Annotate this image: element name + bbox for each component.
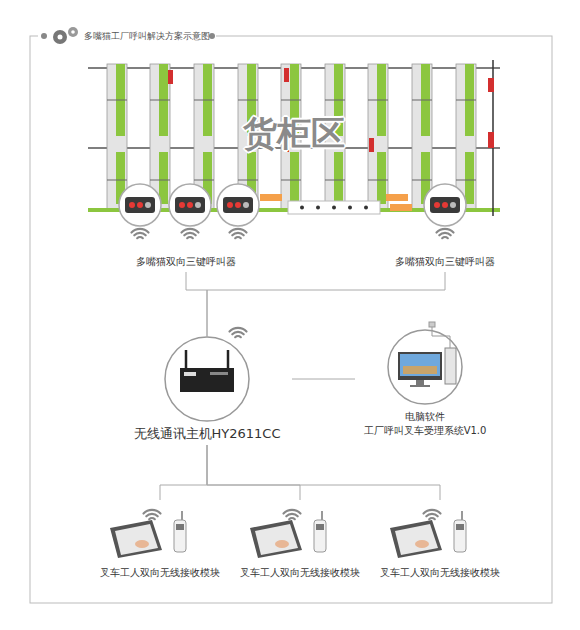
node-label: 叉车工人双向无线接收模块 — [370, 566, 510, 579]
diagram-title: 多嘴猫工厂呼叫解决方案示意图 — [84, 30, 210, 42]
node-label: 多嘴猫双向三键呼叫器 — [385, 255, 505, 268]
receiver-module: 叉车工人双向无线接收模块 — [90, 500, 230, 582]
connector-line — [292, 379, 355, 380]
node-label: 无线通讯主机HY2611CC — [122, 426, 292, 442]
connector-line — [207, 445, 300, 500]
receiver-module: 叉车工人双向无线接收模块 — [370, 500, 510, 582]
node-label: 叉车工人双向无线接收模块 — [90, 566, 230, 579]
node-sublabel: 工厂呼叫叉车受理系统V1.0 — [355, 424, 495, 437]
node-label: 多嘴猫双向三键呼叫器 — [110, 255, 262, 268]
pc-software: 电脑软件工厂呼叫叉车受理系统V1.0 — [355, 330, 495, 445]
receiver-module: 叉车工人双向无线接收模块 — [230, 500, 370, 582]
node-label: 货柜区 — [88, 112, 500, 155]
caller-group: 多嘴猫双向三键呼叫器 — [385, 182, 505, 272]
caller-group: 多嘴猫双向三键呼叫器 — [110, 182, 262, 272]
node-label: 电脑软件 — [355, 410, 495, 423]
node-label: 叉车工人双向无线接收模块 — [230, 566, 370, 579]
connector-line — [207, 272, 445, 337]
connector-line — [207, 445, 440, 500]
connector-line — [186, 272, 207, 337]
storage-area: 货柜区 — [88, 60, 500, 218]
connector-line — [160, 445, 207, 500]
host-device: 无线通讯主机HY2611CC — [122, 337, 292, 445]
